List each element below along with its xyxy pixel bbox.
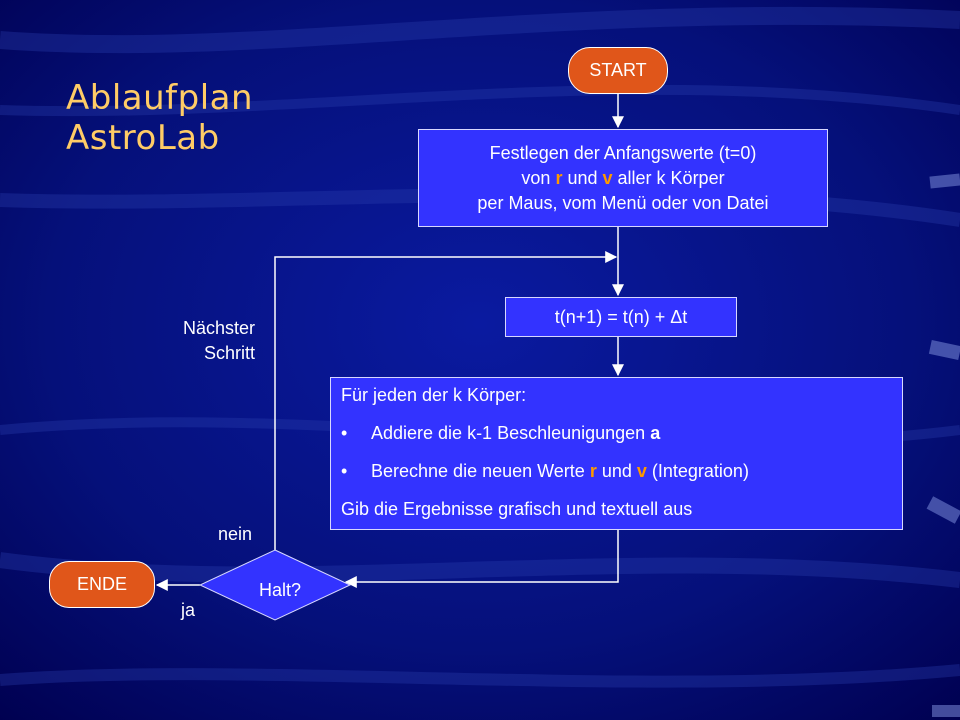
bullet-icon: • [341,461,348,481]
decision-label: Halt? [258,580,302,600]
start-node: START [568,47,668,94]
time-step-box: t(n+1) = t(n) + Δt [505,297,737,337]
init-line-2-text: von [521,167,556,188]
init-line-1: Festlegen der Anfangswerte (t=0) [489,142,757,163]
decision-diamond [198,549,352,621]
init-process-box: Festlegen der Anfangswerte (t=0) von r u… [418,129,828,227]
next-step-label: Nächster Schritt [120,316,255,366]
next-step-line-2: Schritt [203,343,255,363]
end-node: ENDE [49,561,155,608]
calculation-box: Für jeden der k Körper: • Addiere die k-1… [330,377,903,530]
start-label: START [589,60,647,80]
init-v-variable: v [602,167,613,188]
init-line-2: von r und v aller k Körper [521,166,724,191]
calc-item-2-text: Berechne die neuen Werte [371,461,590,481]
title-line-1: Ablaufplan [66,78,254,118]
calc-heading: Für jeden der k Körper: [341,385,527,405]
calc-item-accelerations: • Addiere die k-1 Beschleunigungen a [341,420,892,446]
page-title: Ablaufplan AstroLab [66,78,253,158]
time-step-label: t(n+1) = t(n) + Δt [554,306,688,327]
end-label: ENDE [76,574,127,594]
calc-output-line: Gib die Ergebnisse grafisch und textuell… [341,499,693,519]
calc-r-variable: r [589,461,597,481]
calc-item-1-text: Addiere die k-1 Beschleunigungen [371,423,651,443]
yes-branch-label: ja [181,600,196,620]
title-line-2: AstroLab [66,118,220,158]
next-step-line-1: Nächster [182,318,255,338]
calc-v-variable: v [636,461,647,481]
bullet-icon: • [341,423,348,443]
init-line-2-mid: und [562,167,603,188]
init-r-variable: r [555,167,563,188]
calc-item-integration: • Berechne die neuen Werte r und v (Integ… [341,458,892,484]
calc-item-2-mid: und [596,461,637,481]
connector-calc-to-decision [344,530,619,588]
connector-loop-back [274,251,618,550]
no-branch-label: nein [218,524,253,544]
init-line-2-post: aller k Körper [612,167,725,188]
calc-a-variable: a [650,423,661,443]
init-line-3: per Maus, vom Menü oder von Datei [477,192,769,213]
calc-item-2-post: (Integration) [646,461,749,481]
